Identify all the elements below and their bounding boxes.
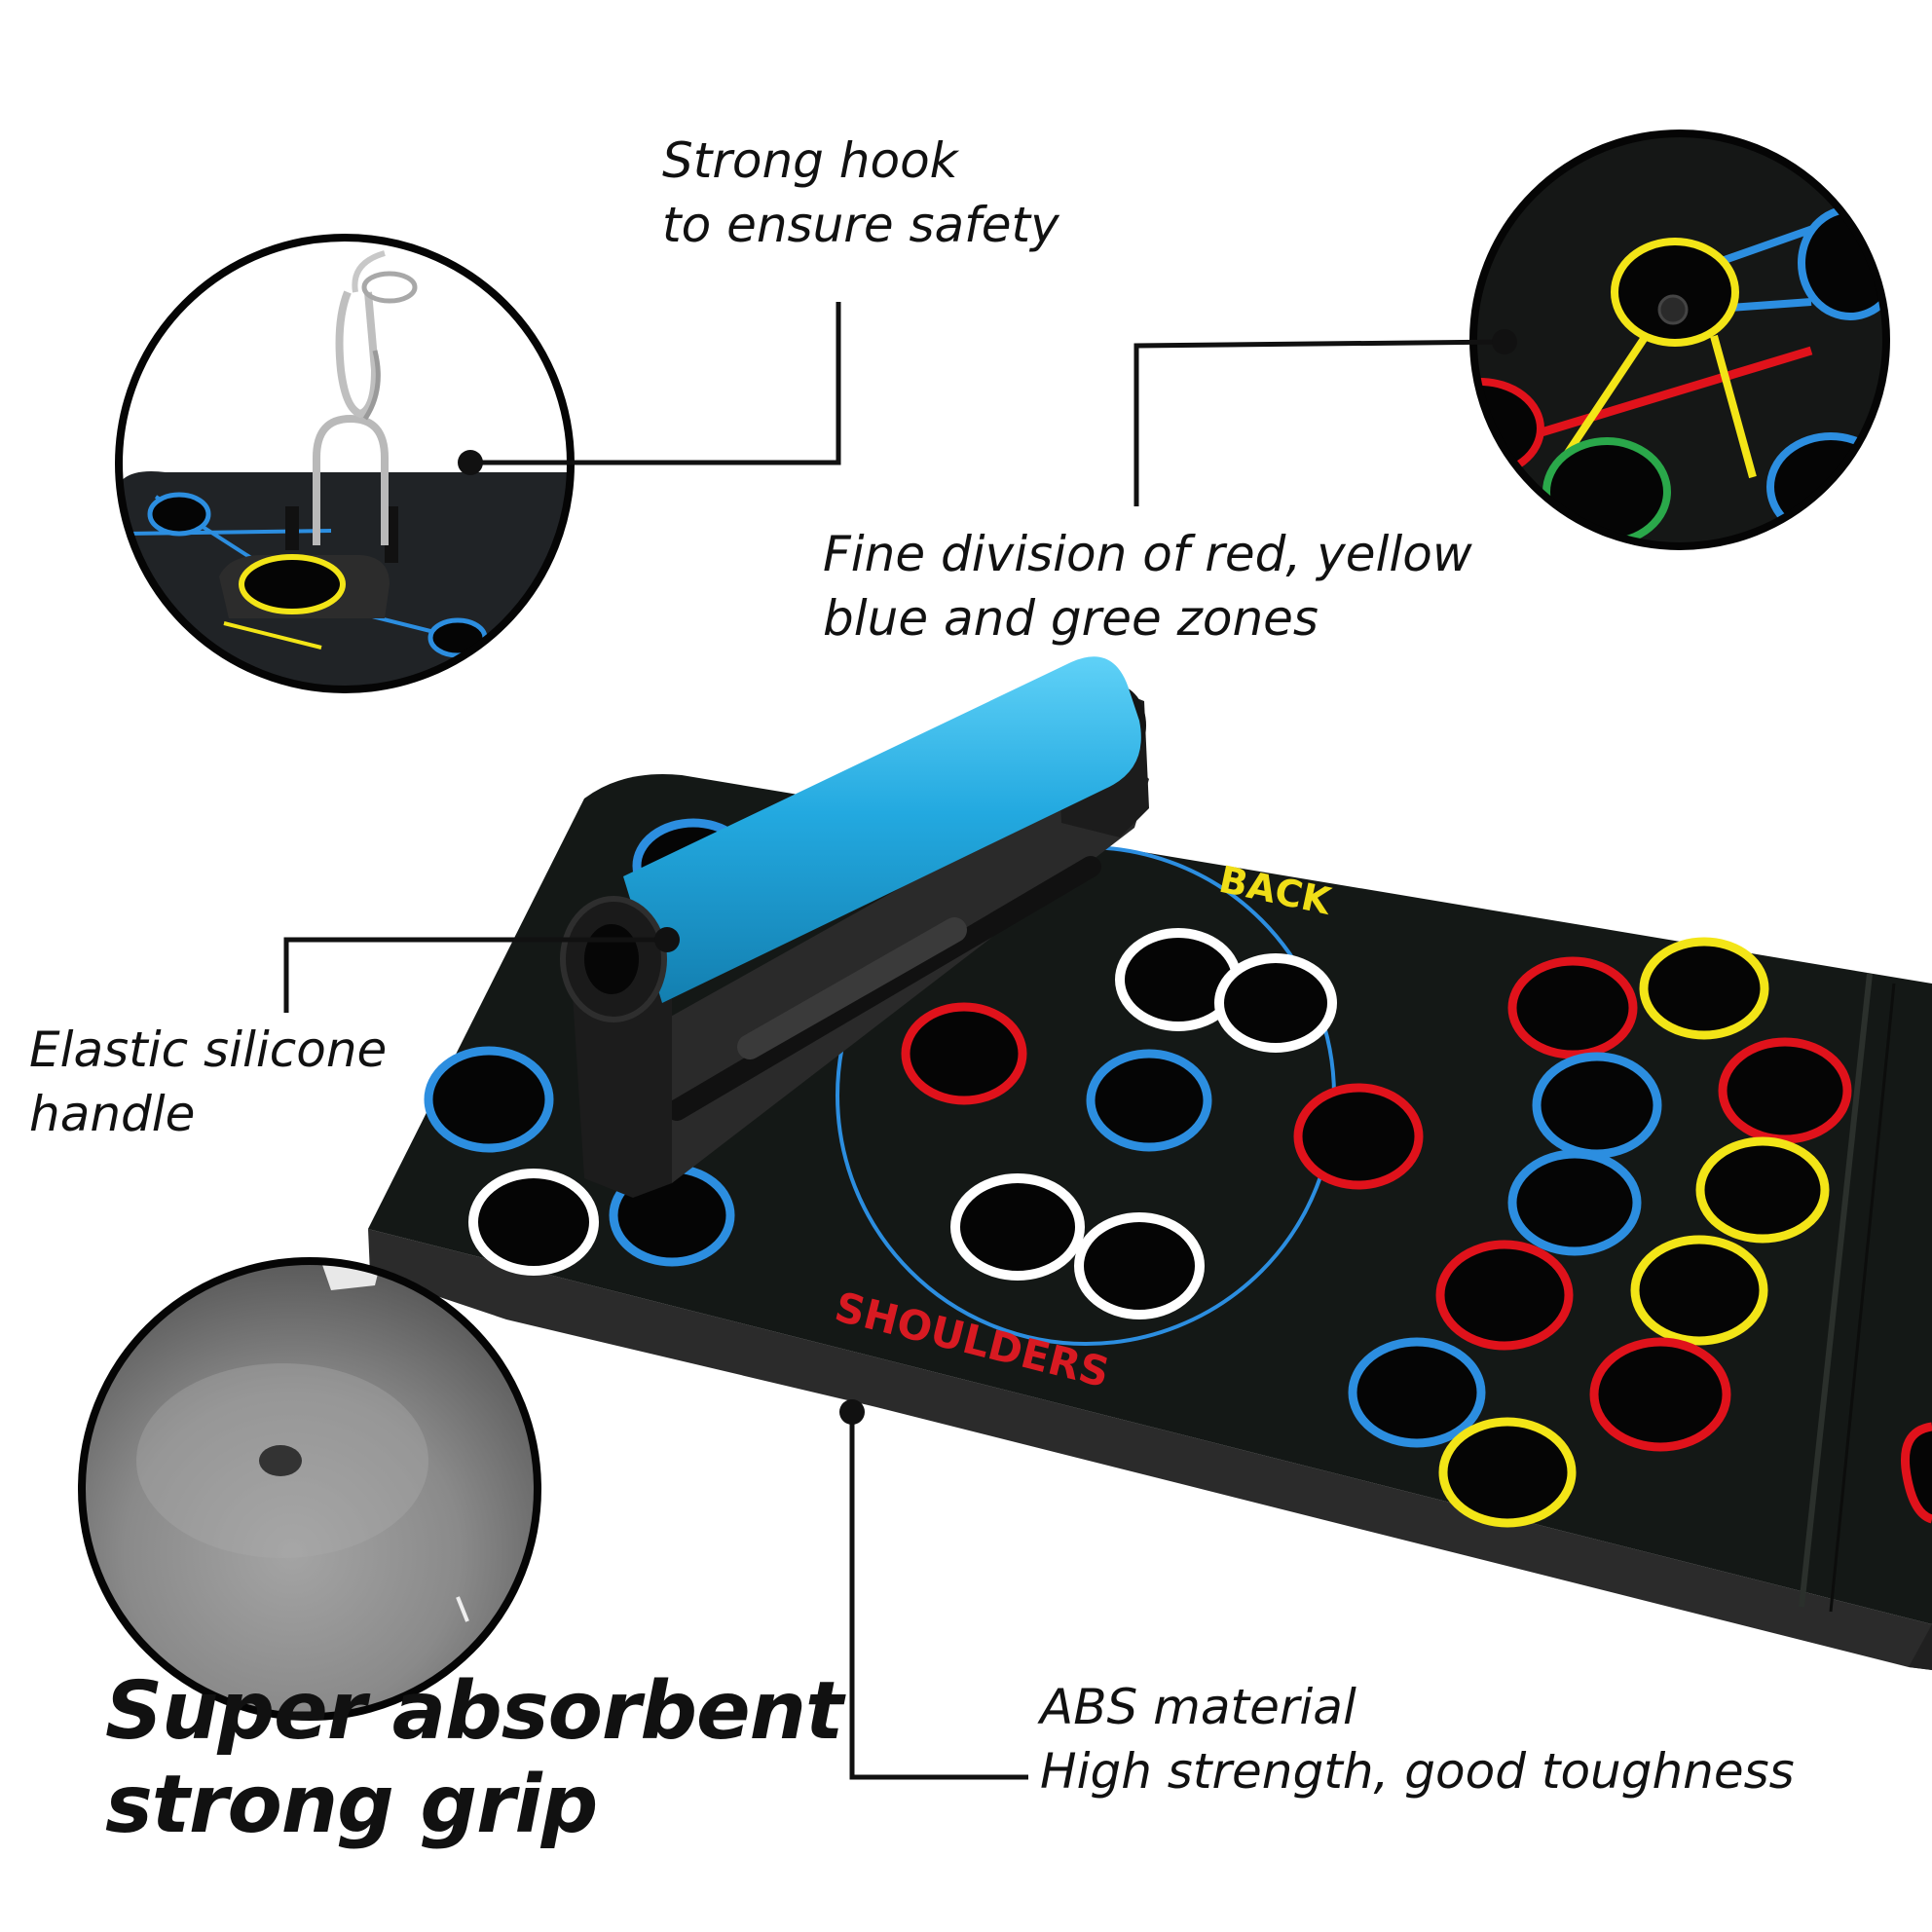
callout-material: ABS material High strength, good toughne…: [1040, 1675, 1795, 1803]
ring-yellow: [1630, 1235, 1768, 1346]
board-hinge: [1799, 973, 1873, 1608]
ring-yellow: [1438, 1417, 1577, 1528]
board-side-edge: [368, 1229, 1932, 1670]
ring-red: [1293, 1083, 1424, 1190]
callout-dots: [458, 329, 1517, 1425]
callout-zones-line1: Fine division of red, yellow: [823, 526, 1472, 582]
ring-white: [1214, 953, 1337, 1053]
carabiner-hook-icon: [335, 250, 418, 421]
leader-zones: [1133, 339, 1505, 506]
callout-grip: Super absorbent strong grip: [105, 1665, 843, 1852]
callout-grip-line1: Super absorbent: [105, 1665, 843, 1758]
inset-hook: [115, 234, 575, 693]
leader-handle: [283, 937, 667, 1013]
ring-red: [1435, 1240, 1574, 1351]
ring-yellow: [1695, 1136, 1830, 1244]
pad-center-knob: [259, 1445, 302, 1476]
ring-red: [1589, 1337, 1731, 1452]
ring-red: [1718, 1037, 1852, 1144]
ring-blue: [424, 1046, 554, 1153]
ring-blue: [1086, 1049, 1212, 1152]
ring-red-partial: [1901, 1422, 1932, 1524]
ring-blue: [1348, 1337, 1486, 1448]
callout-handle: Elastic silicone handle: [29, 1018, 387, 1146]
handle-grip: [623, 656, 1141, 1003]
inset-grip-pad: [78, 1257, 541, 1721]
inset-color-zones: [1469, 130, 1890, 550]
callout-dot-icon: [654, 927, 680, 952]
ring-white: [950, 1173, 1085, 1281]
callout-hook: Strong hook to ensure safety: [662, 129, 1059, 257]
hook-u-loop: [313, 414, 389, 545]
callout-hook-line2: to ensure safety: [662, 197, 1059, 253]
callout-zones: Fine division of red, yellow blue and gr…: [823, 522, 1472, 650]
callout-dot-icon: [458, 450, 483, 475]
ring-white: [1074, 1212, 1205, 1319]
callout-material-line1: ABS material: [1040, 1679, 1356, 1735]
leader-material: [849, 1412, 1028, 1780]
leader-hook: [470, 302, 841, 465]
pushup-board: BACK SHOULDERS: [368, 656, 1932, 1670]
callout-hook-line1: Strong hook: [662, 132, 958, 189]
callout-handle-line1: Elastic silicone: [29, 1022, 388, 1078]
ring-white: [468, 1169, 599, 1276]
ring-yellow: [1639, 937, 1769, 1040]
ring-red: [901, 1002, 1027, 1105]
ring-blue: [1507, 1149, 1642, 1256]
ring-blue: [1532, 1052, 1662, 1159]
callout-zones-line2: blue and gree zones: [823, 590, 1319, 647]
callout-dot-icon: [1492, 329, 1517, 354]
callout-lines: [283, 302, 1505, 1780]
callout-material-line2: High strength, good toughness: [1040, 1743, 1795, 1800]
callout-dot-icon: [839, 1399, 865, 1425]
ring-red: [1507, 956, 1638, 1059]
callout-handle-line2: handle: [29, 1086, 196, 1142]
callout-grip-line2: strong grip: [105, 1759, 598, 1851]
pushup-handle: [560, 656, 1149, 1198]
